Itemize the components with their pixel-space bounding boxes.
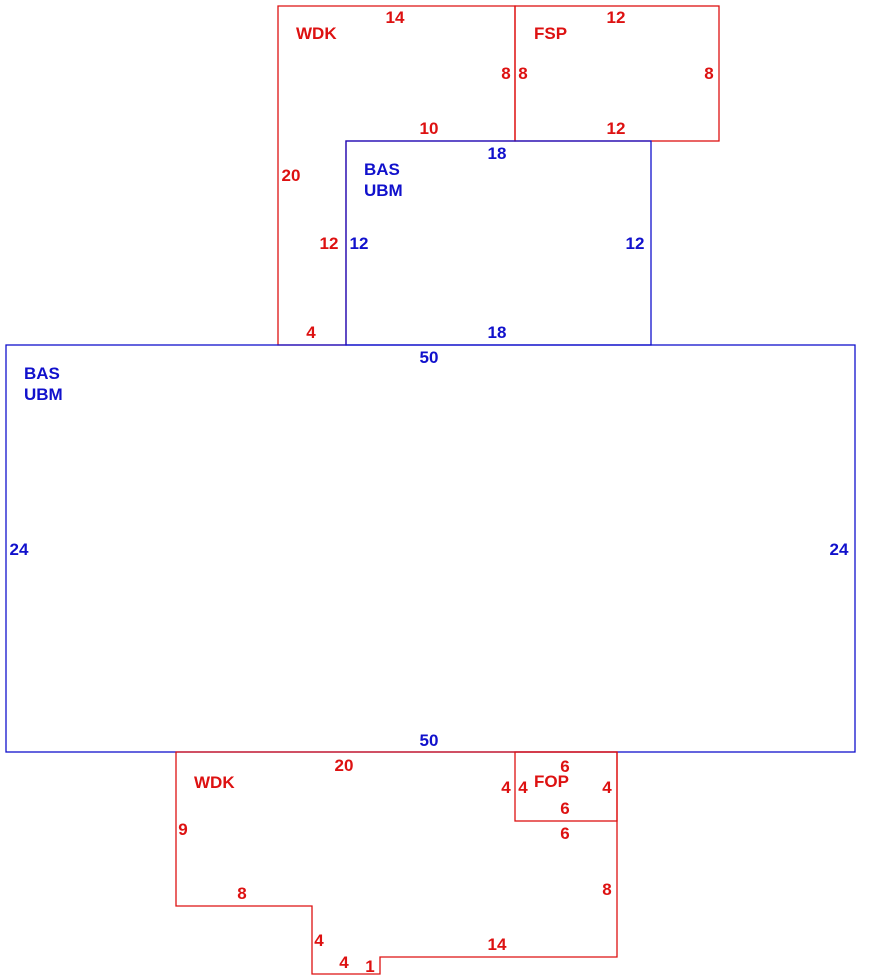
dim-wdk-top-left: 20 <box>282 166 301 185</box>
dim-wdk-top-right: 8 <box>501 64 510 83</box>
dim-wdk-top-inner: 12 <box>320 234 339 253</box>
bas-main-code: BAS <box>24 364 60 383</box>
dim-fsp-right: 8 <box>704 64 713 83</box>
fsp-code: FSP <box>534 24 567 43</box>
dim-bas-main-right: 24 <box>830 540 849 559</box>
dim-wdk-top-top: 14 <box>386 8 405 27</box>
dim-fop-bottom: 6 <box>560 799 569 818</box>
dim-bas-upper-left: 12 <box>350 234 369 253</box>
dim-fop-left: 4 <box>518 778 528 797</box>
dim-wdk-bottom-tick: 1 <box>365 957 374 976</box>
dim-wdk-bottom-notch: 4 <box>339 953 349 972</box>
dim-wdk-bottom-left: 9 <box>178 820 187 839</box>
bas-main-rect <box>5 344 856 753</box>
dim-fsp-left: 8 <box>518 64 527 83</box>
dim-wdk-bottom-step: 8 <box>237 884 246 903</box>
dim-fop-right: 4 <box>602 778 612 797</box>
bas-main-subcode: UBM <box>24 385 63 404</box>
dim-wdk-bottom-base: 14 <box>488 935 507 954</box>
dim-wdk-bottom-right: 8 <box>602 880 611 899</box>
dim-fop-left-outer: 4 <box>501 778 511 797</box>
wdk-bottom-code: WDK <box>194 773 235 792</box>
dim-wdk-bottom-drop: 4 <box>314 931 324 950</box>
dim-fsp-bottom: 12 <box>607 119 626 138</box>
dim-wdk-top-bottom: 10 <box>420 119 439 138</box>
dim-bas-upper-right: 12 <box>626 234 645 253</box>
bas-main-outline <box>5 344 856 753</box>
dim-bas-upper-top: 18 <box>488 144 507 163</box>
dim-wdk-bottom-top: 20 <box>335 756 354 775</box>
dim-bas-main-left: 24 <box>10 540 29 559</box>
fop-code: FOP <box>534 772 569 791</box>
fop-outline <box>514 751 618 822</box>
dim-bas-main-top: 50 <box>420 348 439 367</box>
dim-fop-top: 6 <box>560 757 569 776</box>
wdk-top-code: WDK <box>296 24 337 43</box>
dim-bas-upper-bottom: 18 <box>488 323 507 342</box>
bas-upper-subcode: UBM <box>364 181 403 200</box>
dim-wdk-top-foot: 4 <box>306 323 316 342</box>
dim-wdk-bottom-fop-under: 6 <box>560 824 569 843</box>
bas-upper-code: BAS <box>364 160 400 179</box>
dim-fsp-top: 12 <box>607 8 626 27</box>
fop-rect <box>514 751 618 822</box>
dim-bas-main-bottom: 50 <box>420 731 439 750</box>
